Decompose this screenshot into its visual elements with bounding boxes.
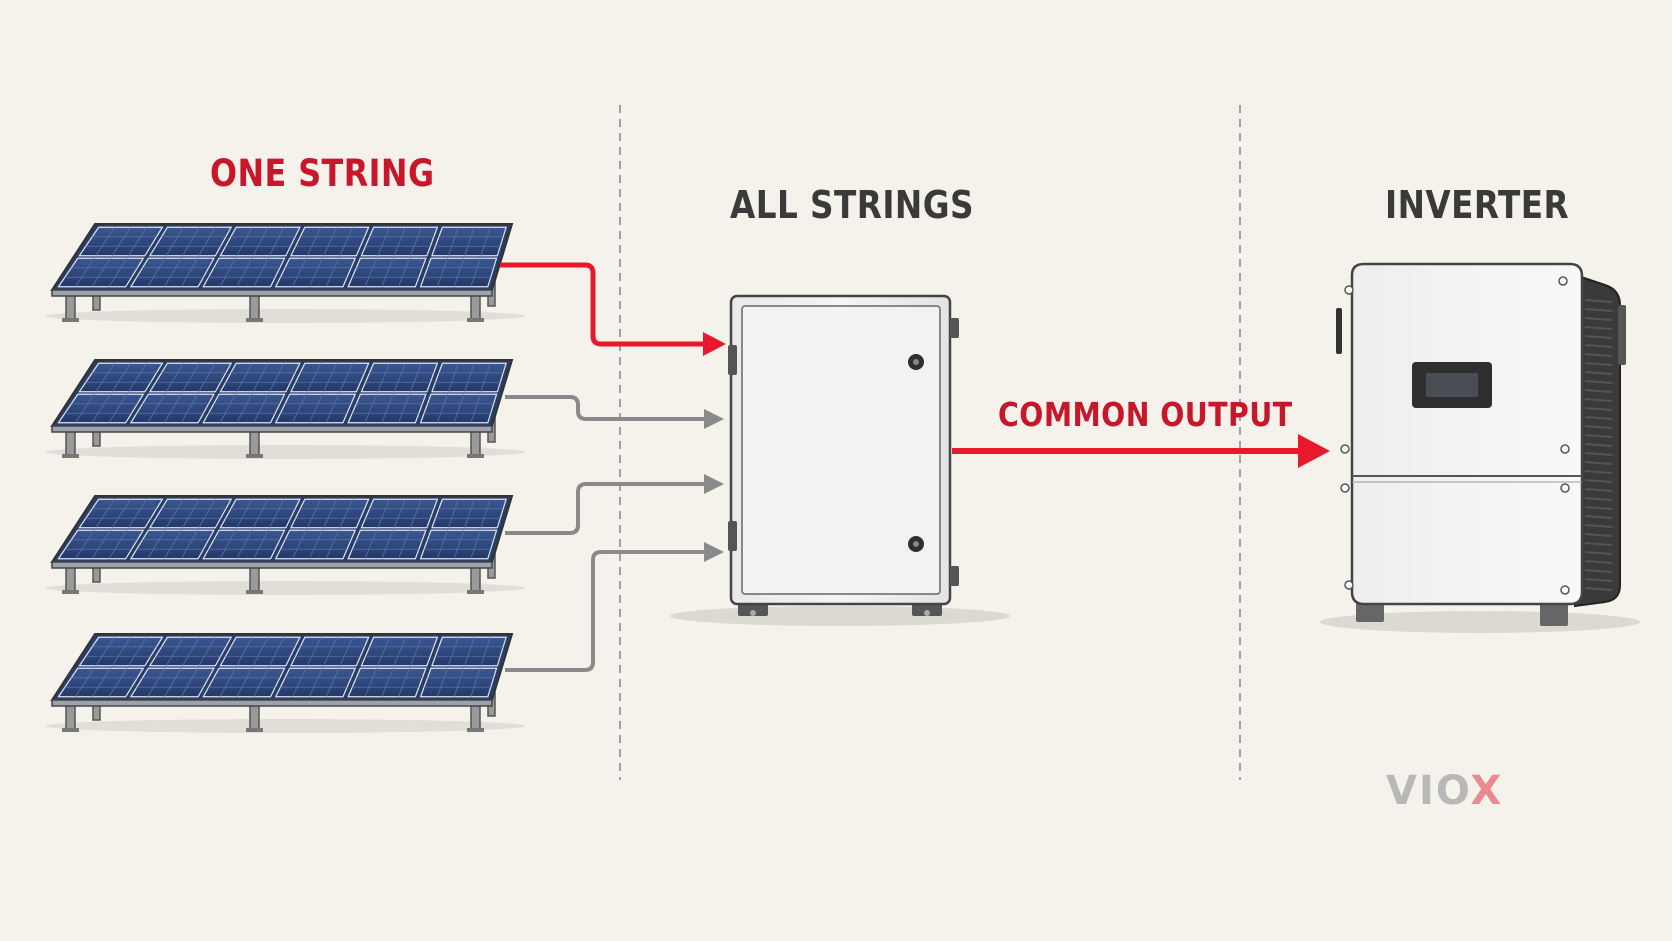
wire-string-1	[500, 262, 705, 347]
arrow-common-output	[1298, 434, 1330, 468]
arrow-string-1	[703, 332, 726, 356]
label-one-string: ONE STRING	[210, 152, 435, 195]
arrow-string-3	[704, 474, 724, 494]
viox-logo: VIOX	[1386, 768, 1503, 814]
label-inverter: INVERTER	[1385, 183, 1570, 227]
solar-panel-icon	[45, 633, 525, 733]
solar-panel-icon	[45, 359, 525, 459]
combiner-box-icon	[670, 294, 1010, 626]
wire-string-4	[505, 550, 705, 672]
solar-panels	[45, 223, 525, 733]
solar-panel-icon	[45, 223, 525, 323]
wire-string-2	[505, 395, 705, 421]
logo-x-mark: X	[1470, 768, 1504, 814]
label-common-output: COMMON OUTPUT	[998, 395, 1293, 434]
inverter-icon	[1320, 262, 1640, 633]
solar-panel-icon	[45, 495, 525, 595]
arrow-string-4	[704, 542, 724, 562]
wire-string-3	[505, 482, 705, 535]
logo-text: VIO	[1386, 768, 1471, 814]
wires	[500, 262, 1330, 672]
arrow-string-2	[704, 409, 724, 429]
label-all-strings: ALL STRINGS	[730, 183, 974, 227]
